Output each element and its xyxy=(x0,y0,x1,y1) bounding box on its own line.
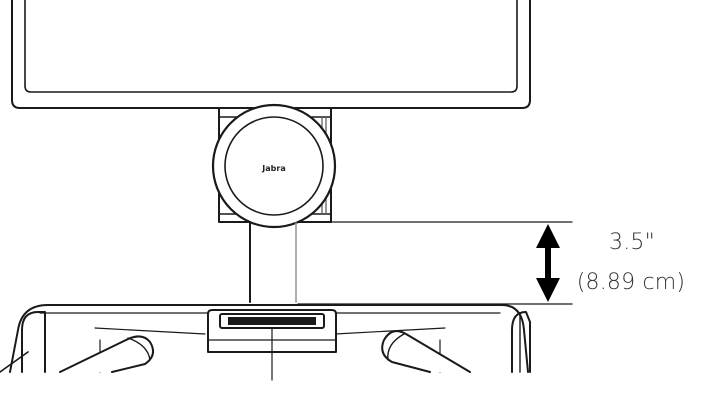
jabra-speaker xyxy=(211,103,337,229)
dimension-lines xyxy=(297,221,573,305)
stand-column xyxy=(249,222,297,303)
dimension-inches-label: 3.5" xyxy=(609,230,655,255)
center-slot xyxy=(207,309,337,381)
left-clamp xyxy=(0,311,155,373)
dimension-cm-label: (8.89 cm) xyxy=(576,270,686,295)
double-arrow-icon xyxy=(536,224,560,302)
speaker-brand-label: Jabra xyxy=(261,164,285,173)
base-plate xyxy=(9,304,529,373)
monitor-display xyxy=(11,0,531,109)
right-clamp xyxy=(381,311,531,373)
